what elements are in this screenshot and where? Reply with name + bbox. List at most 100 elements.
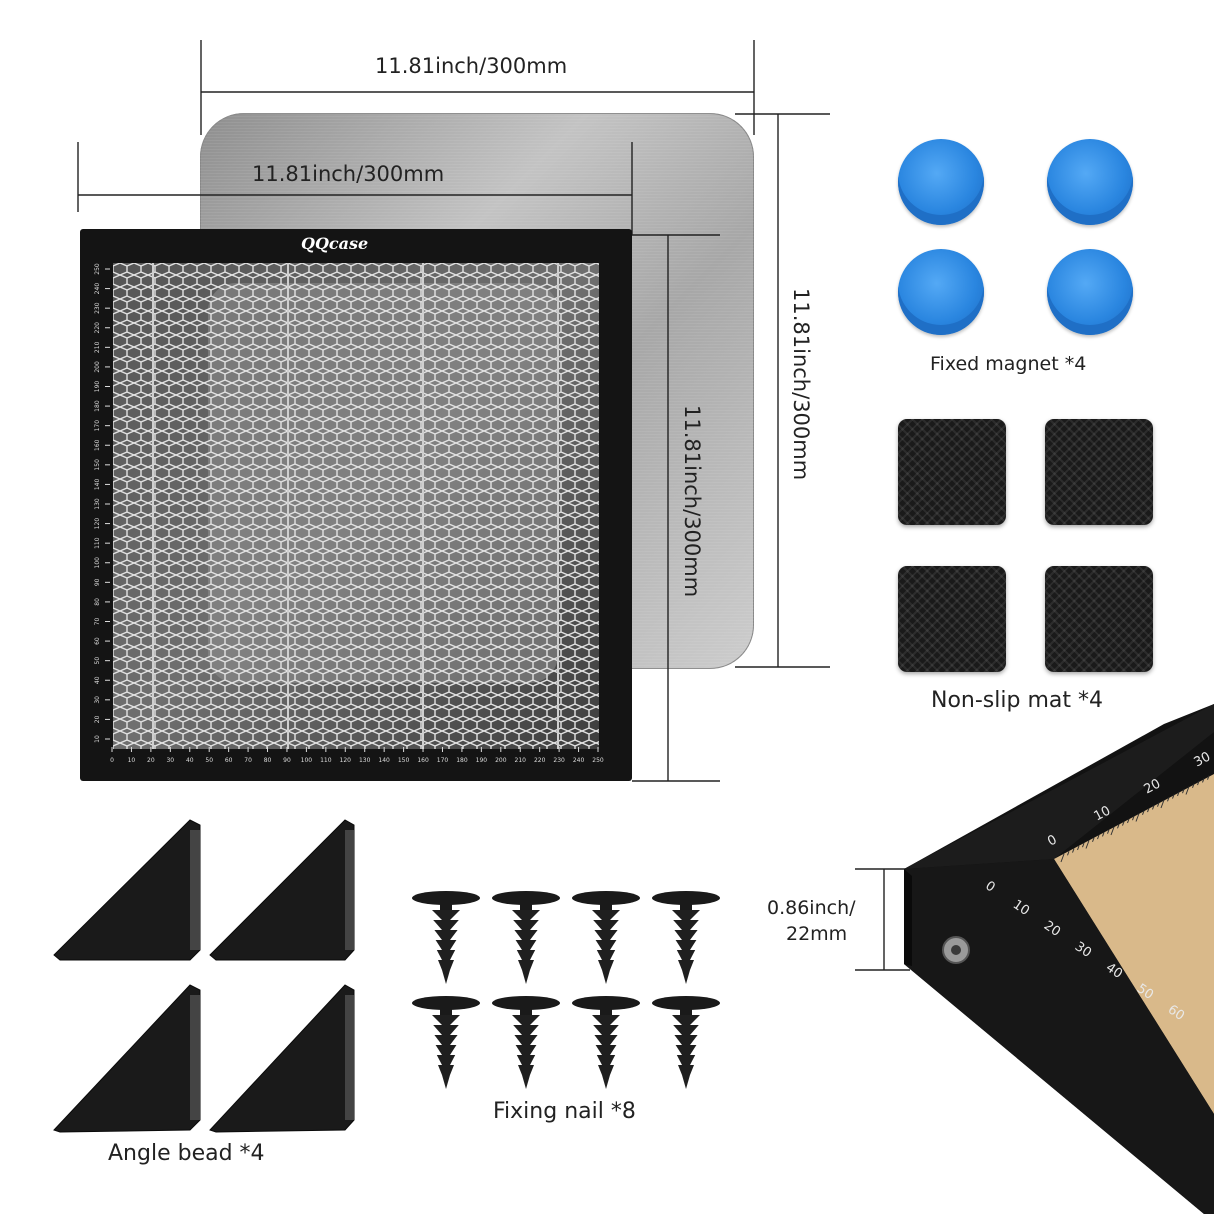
ruler-left-label: 230 (94, 302, 101, 314)
ruler-bottom-label: 50 (205, 757, 213, 764)
ruler-bottom-label: 60 (225, 757, 233, 764)
fixing-nail-6 (492, 996, 560, 1089)
ruler-bottom-label: 30 (166, 757, 174, 764)
corner-tick (1197, 780, 1200, 786)
ruler-left-label: 100 (94, 557, 101, 569)
magnet-4 (1047, 249, 1133, 335)
ruler-left-label: 150 (94, 459, 101, 471)
corner-tick (1110, 826, 1115, 836)
corner-tick (1122, 821, 1125, 826)
ruler-bottom-label: 220 (534, 757, 546, 764)
ruler-bottom-label: 20 (147, 757, 155, 764)
panel-rulers: 0 10 20 30 40 50 60 70 80 90 100 110 120 130 140 150 160… (94, 263, 604, 764)
front-height-label: 11.81inch/300mm (680, 405, 704, 598)
angle-bead-caption: Angle bead *4 (108, 1141, 265, 1166)
ruler-bottom-label: 150 (398, 757, 410, 764)
corner-tick (1077, 845, 1080, 851)
ruler-left-label: 240 (94, 283, 101, 295)
ruler-bottom-label: 160 (417, 757, 429, 764)
magnet-3 (898, 249, 984, 335)
ruler-bottom-label: 90 (283, 757, 291, 764)
ruler-left-label: 200 (94, 361, 101, 373)
corner-tick (1160, 799, 1165, 809)
fixing-nail-8 (652, 996, 720, 1089)
corner-tick (1172, 794, 1175, 799)
ruler-left-label: 160 (94, 439, 101, 451)
mat-caption: Non-slip mat *4 (931, 688, 1103, 713)
corner-tick (1085, 840, 1090, 849)
ruler-left-label: 180 (94, 400, 101, 412)
magnet-caption: Fixed magnet *4 (930, 353, 1087, 375)
corner-tick (1102, 832, 1105, 837)
corner-top-label: 30 (1192, 749, 1214, 770)
ruler-left-label: 70 (94, 618, 101, 626)
ruler-left-label: 190 (94, 381, 101, 393)
ruler-bottom-label: 10 (128, 757, 136, 764)
ruler-left-label: 50 (94, 657, 101, 665)
front-width-label: 11.81inch/300mm (252, 162, 445, 186)
ruler-left-label: 40 (94, 676, 101, 684)
mat-3 (898, 566, 1006, 672)
ruler-bottom-label: 240 (573, 757, 585, 764)
corner-tick (1177, 791, 1180, 797)
ruler-bottom-label: 0 (110, 757, 114, 764)
corner-tick (1067, 851, 1070, 856)
ruler-bottom-label: 250 (592, 757, 604, 764)
ruler-bottom-label: 100 (301, 757, 313, 764)
corner-top-label: 10 (1092, 803, 1114, 824)
corner-tick (1142, 810, 1145, 815)
corner-tick (1132, 816, 1135, 821)
magnet-1 (898, 139, 984, 225)
corner-tick (1092, 837, 1095, 842)
corner-tick (1135, 813, 1140, 822)
ruler-left-label: 250 (94, 263, 101, 275)
fixing-nail-5 (412, 996, 480, 1089)
corner-tick (1147, 807, 1150, 813)
corner-tick (1192, 783, 1195, 788)
ruler-bottom-label: 210 (515, 757, 527, 764)
back-height-label: 11.81inch/300mm (789, 288, 813, 481)
corner-top-label: 20 (1142, 776, 1164, 797)
corner-tick (1060, 853, 1065, 863)
thickness-label-1: 0.86inch/ (767, 897, 856, 919)
corner-tick (1107, 829, 1110, 834)
ruler-left-label: 90 (94, 578, 101, 586)
corner-tick (1185, 786, 1190, 795)
ruler-bottom-label: 170 (437, 757, 449, 764)
corner-tick (1072, 848, 1075, 853)
corner-tick (1127, 818, 1130, 824)
ruler-bottom-label: 80 (264, 757, 272, 764)
corner-tick (1207, 775, 1210, 780)
fixing-nails (412, 891, 720, 1089)
ruler-bottom-label: 110 (320, 757, 332, 764)
thickness-label-2: 22mm (786, 923, 848, 945)
ruler-bottom-label: 140 (378, 757, 390, 764)
angle-beads (53, 819, 355, 1133)
corner-tick (1097, 834, 1100, 840)
brand-logo: QQcase (301, 234, 369, 253)
magnet-2 (1047, 139, 1133, 225)
corner-tick (1082, 843, 1085, 848)
ruler-left-label: 130 (94, 498, 101, 510)
corner-tick (1152, 805, 1155, 810)
ruler-left-label: 220 (94, 322, 101, 334)
ruler-left-label: 110 (94, 537, 101, 549)
corner-tick (1157, 802, 1160, 807)
ruler-bottom-label: 230 (553, 757, 565, 764)
fixing-nail-1 (412, 891, 480, 984)
corner-tick (1117, 824, 1120, 829)
ruler-left-label: 210 (94, 341, 101, 353)
ruler-bottom-label: 190 (476, 757, 488, 764)
fixing-nail-7 (572, 996, 640, 1089)
mat-1 (898, 419, 1006, 525)
honeycomb-grid (113, 263, 599, 749)
ruler-left-label: 80 (94, 598, 101, 606)
back-width-label: 11.81inch/300mm (375, 54, 568, 78)
fixing-nail-caption: Fixing nail *8 (493, 1099, 636, 1124)
ruler-left-label: 60 (94, 637, 101, 645)
mat-2 (1045, 419, 1153, 525)
ruler-bottom-label: 120 (340, 757, 352, 764)
ruler-bottom-label: 200 (495, 757, 507, 764)
